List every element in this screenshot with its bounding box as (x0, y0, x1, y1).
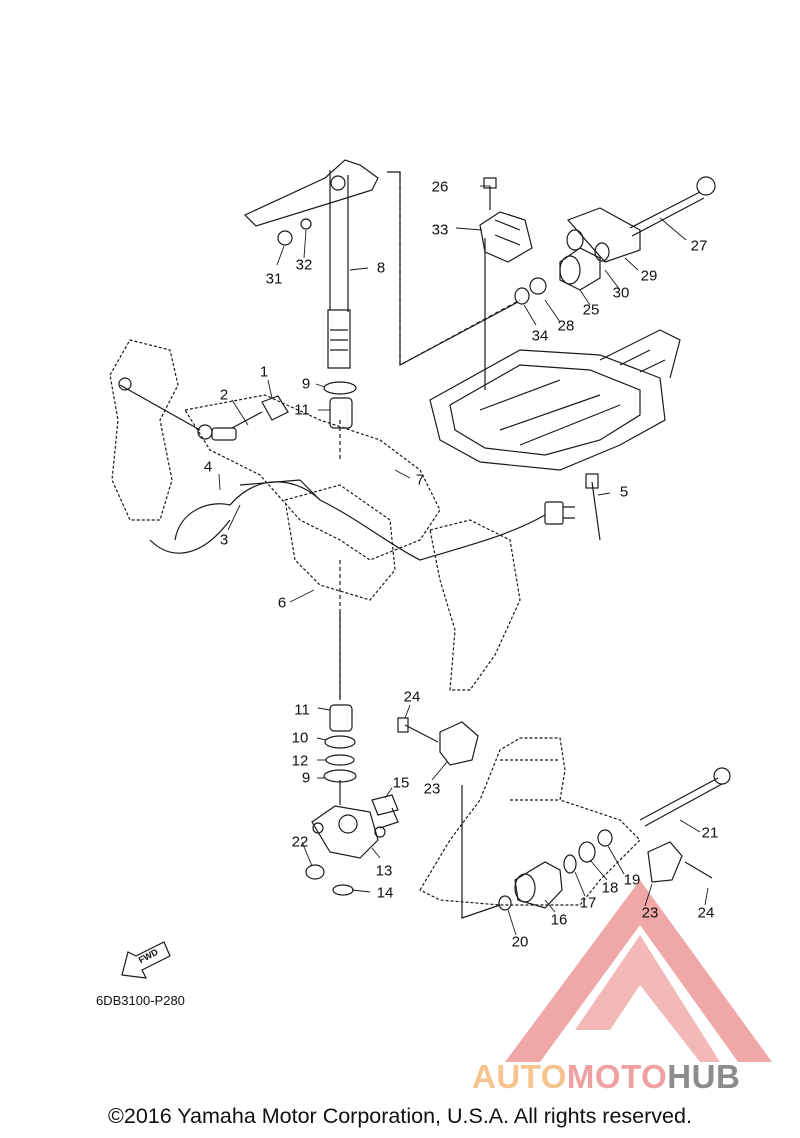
part-label-14: 14 (376, 884, 394, 902)
part-label-4: 4 (203, 458, 213, 476)
copyright-notice: ©2016 Yamaha Motor Corporation, U.S.A. A… (108, 1104, 692, 1128)
drawing-code: 6DB3100-P280 (96, 993, 185, 1008)
part-label-16: 16 (550, 911, 568, 929)
lower-unit (419, 737, 641, 906)
part-label-10: 10 (291, 729, 309, 747)
part-label-23-upper: 23 (423, 780, 441, 798)
part-label-11-lower: 11 (294, 701, 310, 719)
fwd-arrow-icon (121, 941, 171, 979)
swivel-bracket (109, 339, 521, 691)
lower-mount (305, 805, 399, 896)
part-label-23-lower: 23 (641, 904, 659, 922)
watermark-text: AUTOMOTOHUB (472, 1058, 740, 1096)
part-label-2: 2 (219, 386, 229, 404)
part-label-6: 6 (277, 594, 287, 612)
part-label-29: 29 (640, 267, 658, 285)
part-label-25: 25 (582, 301, 600, 319)
watermark-auto: AUTO (472, 1058, 567, 1095)
part-label-22: 22 (291, 833, 309, 851)
part-label-3: 3 (219, 531, 229, 549)
part-label-31: 31 (265, 270, 283, 288)
engine-base (429, 329, 681, 471)
part-label-1: 1 (259, 363, 269, 381)
watermark-hub: HUB (667, 1058, 741, 1095)
part-label-9-upper: 9 (301, 375, 311, 393)
part-label-8: 8 (376, 259, 386, 277)
part-label-24-upper: 24 (403, 688, 421, 706)
part-label-33: 33 (431, 221, 449, 239)
part-label-5: 5 (619, 483, 629, 501)
part-label-28: 28 (557, 317, 575, 335)
part-label-20: 20 (511, 933, 529, 951)
part-label-21: 21 (701, 824, 719, 842)
part-label-18: 18 (601, 879, 619, 897)
part-label-17: 17 (579, 894, 597, 912)
part-label-19: 19 (623, 871, 641, 889)
part-label-26: 26 (431, 178, 449, 196)
part-label-15: 15 (392, 774, 410, 792)
part-label-13: 13 (375, 862, 393, 880)
steering-arm (243, 159, 379, 369)
part-label-12: 12 (291, 752, 309, 770)
part-label-32: 32 (295, 256, 313, 274)
watermark-moto: MOTO (566, 1058, 668, 1095)
part-label-7: 7 (415, 471, 425, 489)
part-label-9-lower: 9 (301, 769, 311, 787)
part-label-24-lower: 24 (697, 904, 715, 922)
part-label-11-upper: 11 (294, 401, 310, 419)
part-label-30: 30 (612, 284, 630, 302)
watermark-logo (505, 880, 772, 1062)
part-label-27: 27 (690, 237, 708, 255)
part-label-34: 34 (531, 327, 549, 345)
leader-lines (218, 185, 709, 936)
